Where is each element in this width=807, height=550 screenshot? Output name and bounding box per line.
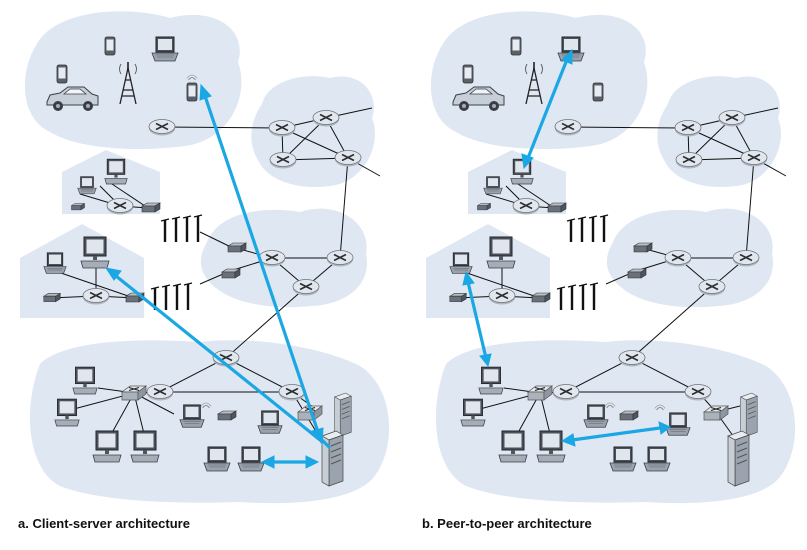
- home-network-bottom: [20, 224, 144, 318]
- home-network-bottom-b: [426, 224, 550, 318]
- peer-to-peer-arrows: [462, 48, 671, 447]
- client-server-arrows: [104, 83, 332, 469]
- cloud-enterprise-network-b: [435, 340, 796, 504]
- cloud-mobile-network: [24, 11, 242, 150]
- caption-client-server: a. Client-server architecture: [18, 516, 190, 531]
- caption-peer-to-peer: b. Peer-to-peer architecture: [422, 516, 592, 531]
- telephone-poles: [150, 214, 204, 312]
- panel-client-server: [20, 11, 390, 504]
- telephone-poles-b: [556, 214, 610, 312]
- panel-peer-to-peer: [426, 11, 796, 504]
- cloud-mobile-network-b: [430, 11, 648, 150]
